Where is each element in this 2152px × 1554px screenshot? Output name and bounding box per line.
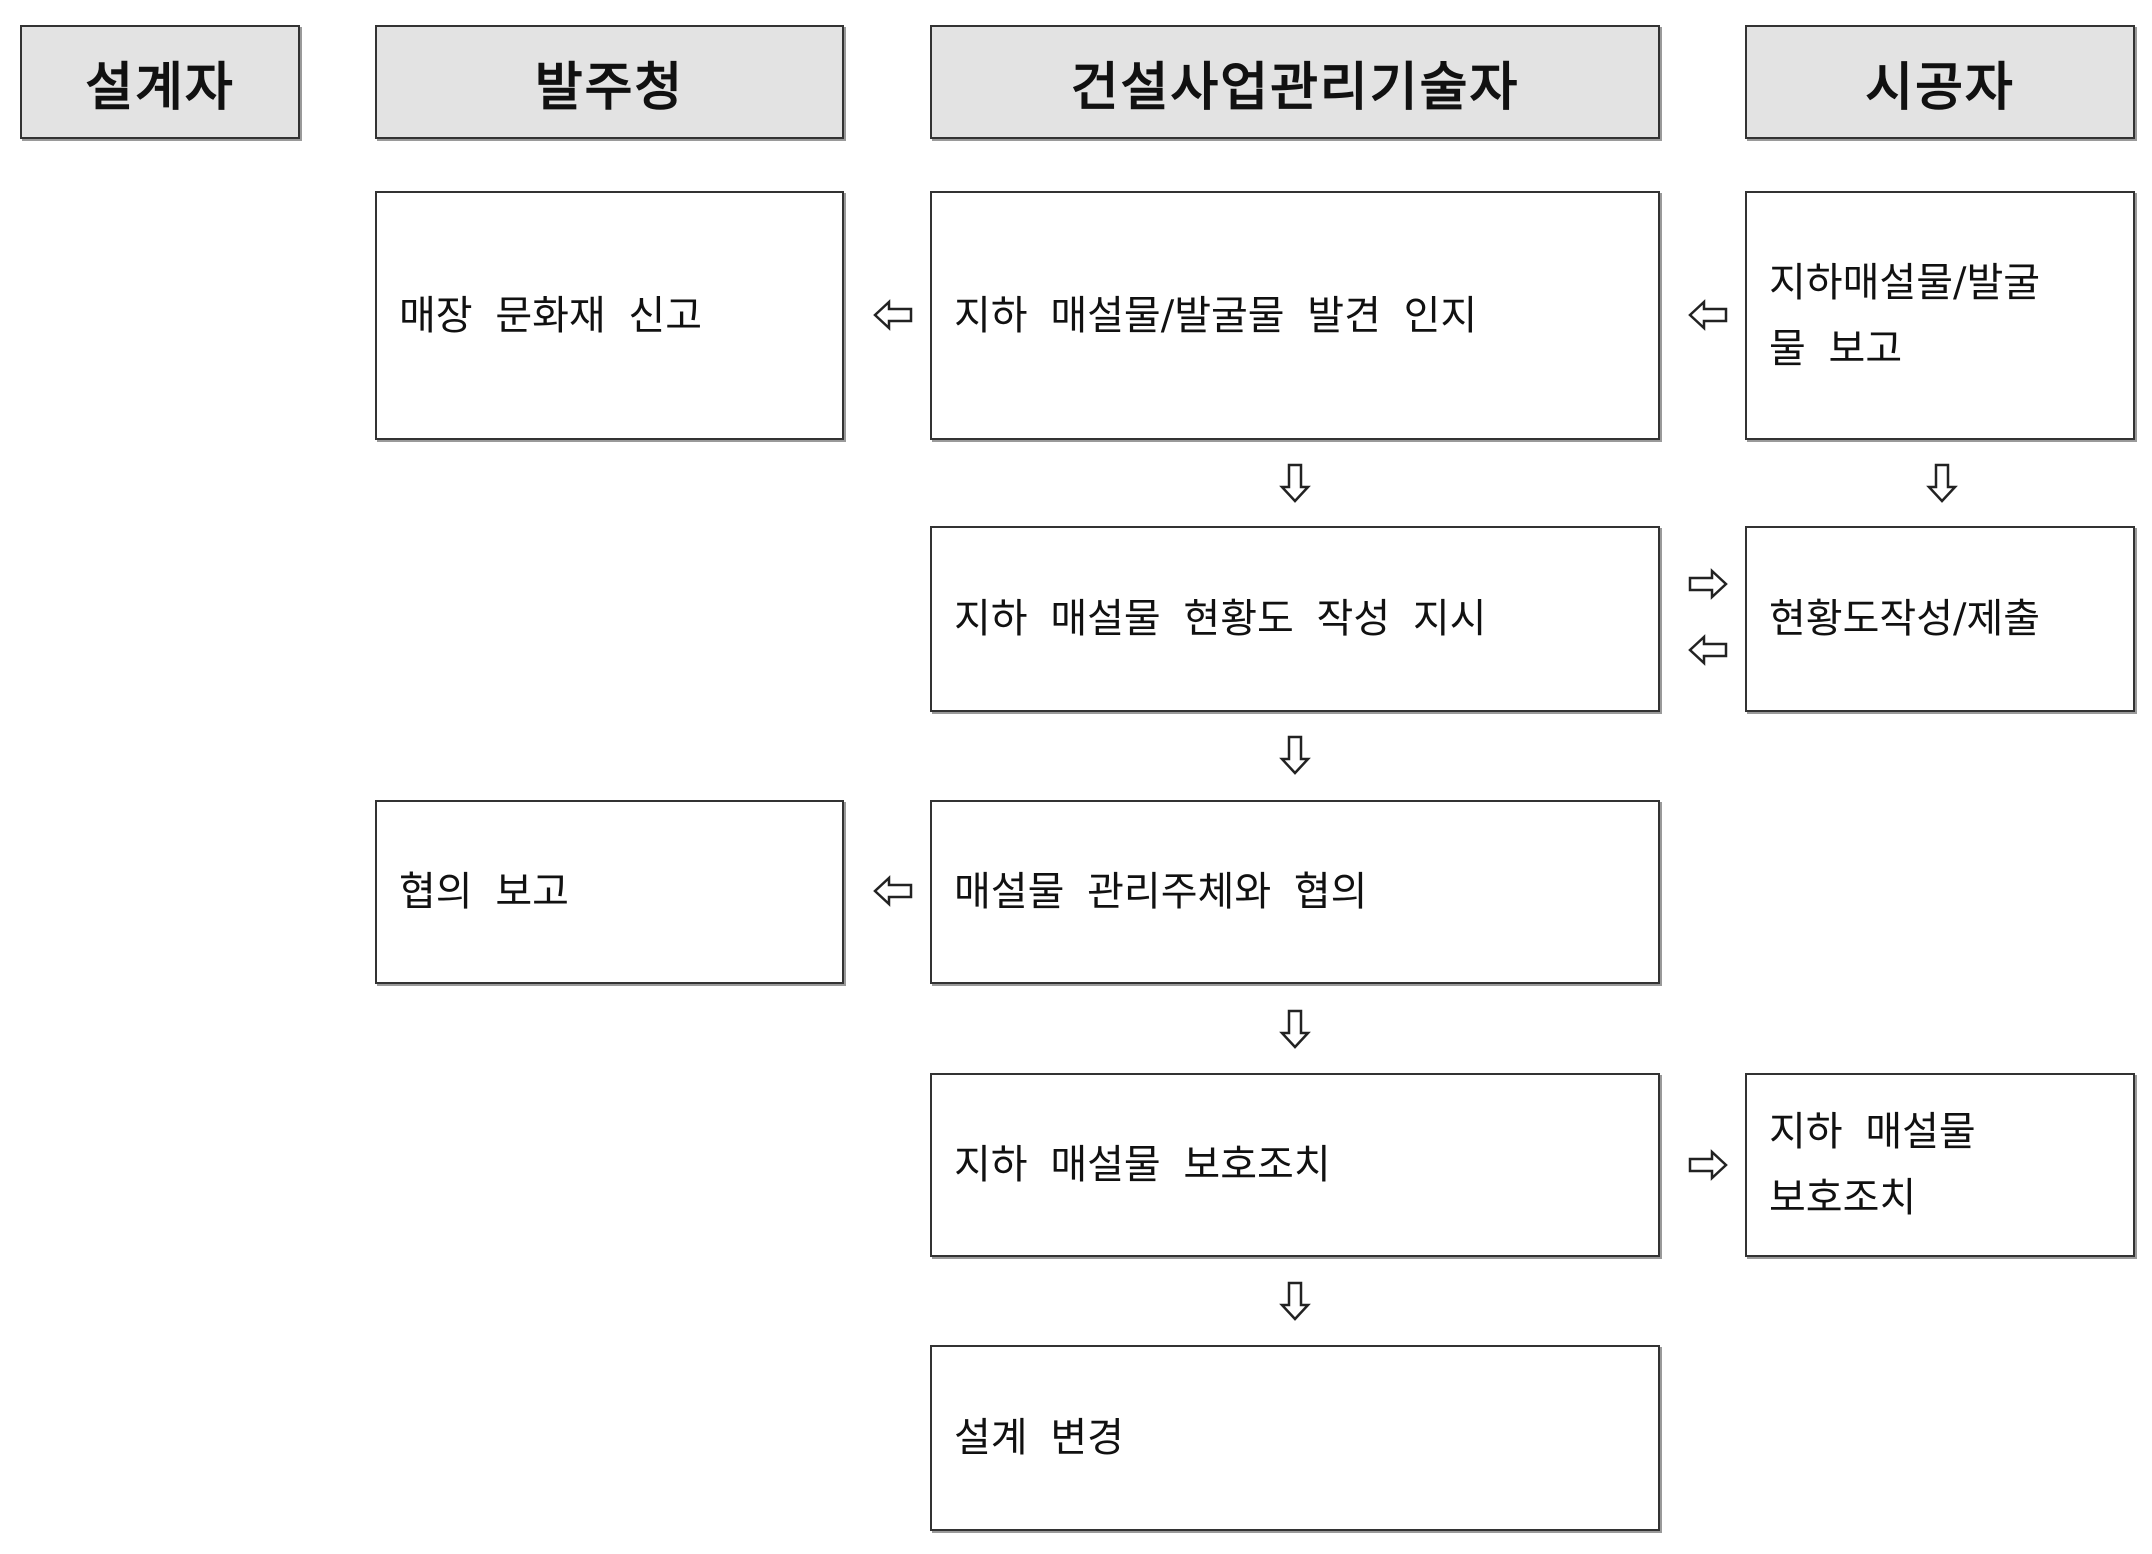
arrow-down-icon [1275, 735, 1315, 775]
header-contractor: 시공자 [1745, 25, 2135, 139]
arrow-right-icon [1688, 564, 1728, 604]
box-prepare-status-map: 현황도작성/제출 [1745, 526, 2135, 712]
arrow-down-icon [1275, 1009, 1315, 1049]
arrow-down-icon [1275, 463, 1315, 503]
arrow-left-icon [1688, 630, 1728, 670]
box-order-status-map: 지하 매설물 현황도 작성 지시 [930, 526, 1660, 712]
arrow-left-icon [1688, 295, 1728, 335]
box-report-heritage: 매장 문화재 신고 [375, 191, 844, 440]
header-designer: 설계자 [20, 25, 300, 139]
arrow-left-icon [873, 295, 913, 335]
box-recognize-discovery: 지하 매설물/발굴물 발견 인지 [930, 191, 1660, 440]
arrow-down-icon [1275, 1281, 1315, 1321]
arrow-down-icon [1922, 463, 1962, 503]
box-consult-manager: 매설물 관리주체와 협의 [930, 800, 1660, 984]
box-report-discovery: 지하매설물/발굴 물 보고 [1745, 191, 2135, 440]
box-report-consultation: 협의 보고 [375, 800, 844, 984]
box-design-change: 설계 변경 [930, 1345, 1660, 1531]
arrow-left-icon [873, 871, 913, 911]
box-contractor-protect: 지하 매설물 보호조치 [1745, 1073, 2135, 1257]
header-supervisor: 건설사업관리기술자 [930, 25, 1660, 139]
box-protect-buried: 지하 매설물 보호조치 [930, 1073, 1660, 1257]
arrow-right-icon [1688, 1145, 1728, 1185]
header-owner: 발주청 [375, 25, 844, 139]
